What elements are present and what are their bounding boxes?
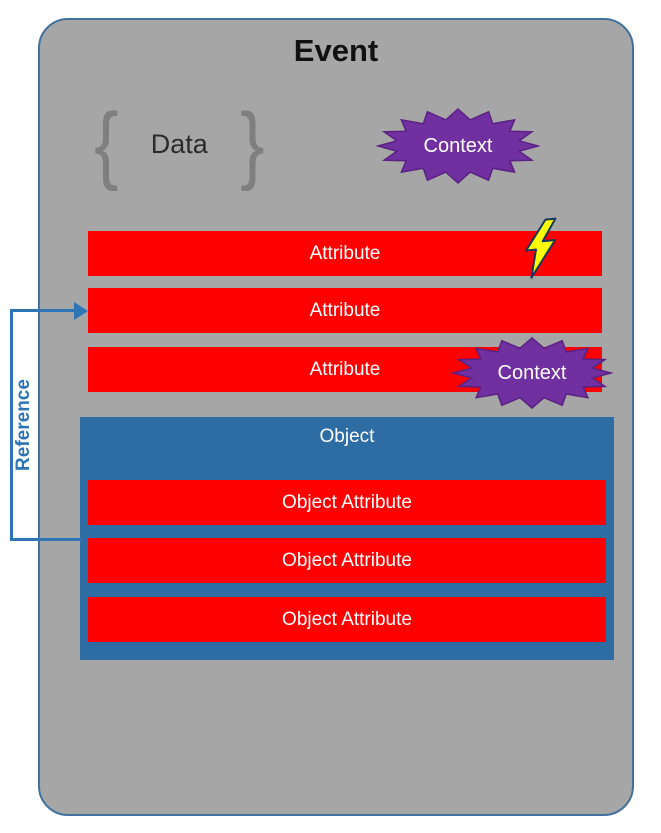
left-brace: { bbox=[94, 96, 119, 192]
event-title: Event bbox=[293, 33, 379, 68]
reference-label: Reference bbox=[13, 379, 34, 471]
reference-arrowhead-icon bbox=[74, 302, 88, 320]
attribute-label: Attribute bbox=[309, 358, 381, 380]
attribute-bar-1: Attribute bbox=[88, 231, 602, 276]
starburst-icon bbox=[376, 107, 540, 185]
object-title: Object bbox=[319, 426, 375, 447]
data-label: Data bbox=[150, 128, 208, 159]
attribute-label: Attribute bbox=[309, 299, 381, 321]
starburst-icon bbox=[451, 337, 613, 409]
object-attribute-label: Object Attribute bbox=[282, 549, 412, 571]
right-brace: } bbox=[239, 96, 265, 192]
data-braces-group: { Data } bbox=[92, 94, 267, 194]
attribute-label: Attribute bbox=[309, 242, 381, 264]
context-badge-2: Context bbox=[451, 336, 613, 410]
object-container: Object Object Attribute Object Attribute… bbox=[80, 417, 614, 660]
reference-line-top bbox=[10, 309, 76, 312]
object-attribute-bar-3: Object Attribute bbox=[88, 597, 606, 642]
reference-line-bottom bbox=[10, 538, 82, 541]
reference-line-vertical bbox=[10, 309, 13, 541]
context-badge-label: Context bbox=[423, 134, 493, 157]
object-attribute-bar-2: Object Attribute bbox=[88, 538, 606, 583]
object-attribute-label: Object Attribute bbox=[282, 608, 412, 630]
context-badge-label: Context bbox=[497, 361, 567, 384]
object-attribute-bar-1: Object Attribute bbox=[88, 480, 606, 525]
object-attribute-label: Object Attribute bbox=[282, 491, 412, 513]
context-badge-1: Context bbox=[376, 107, 540, 185]
lightning-icon bbox=[525, 217, 557, 279]
attribute-bar-2: Attribute bbox=[88, 288, 602, 333]
